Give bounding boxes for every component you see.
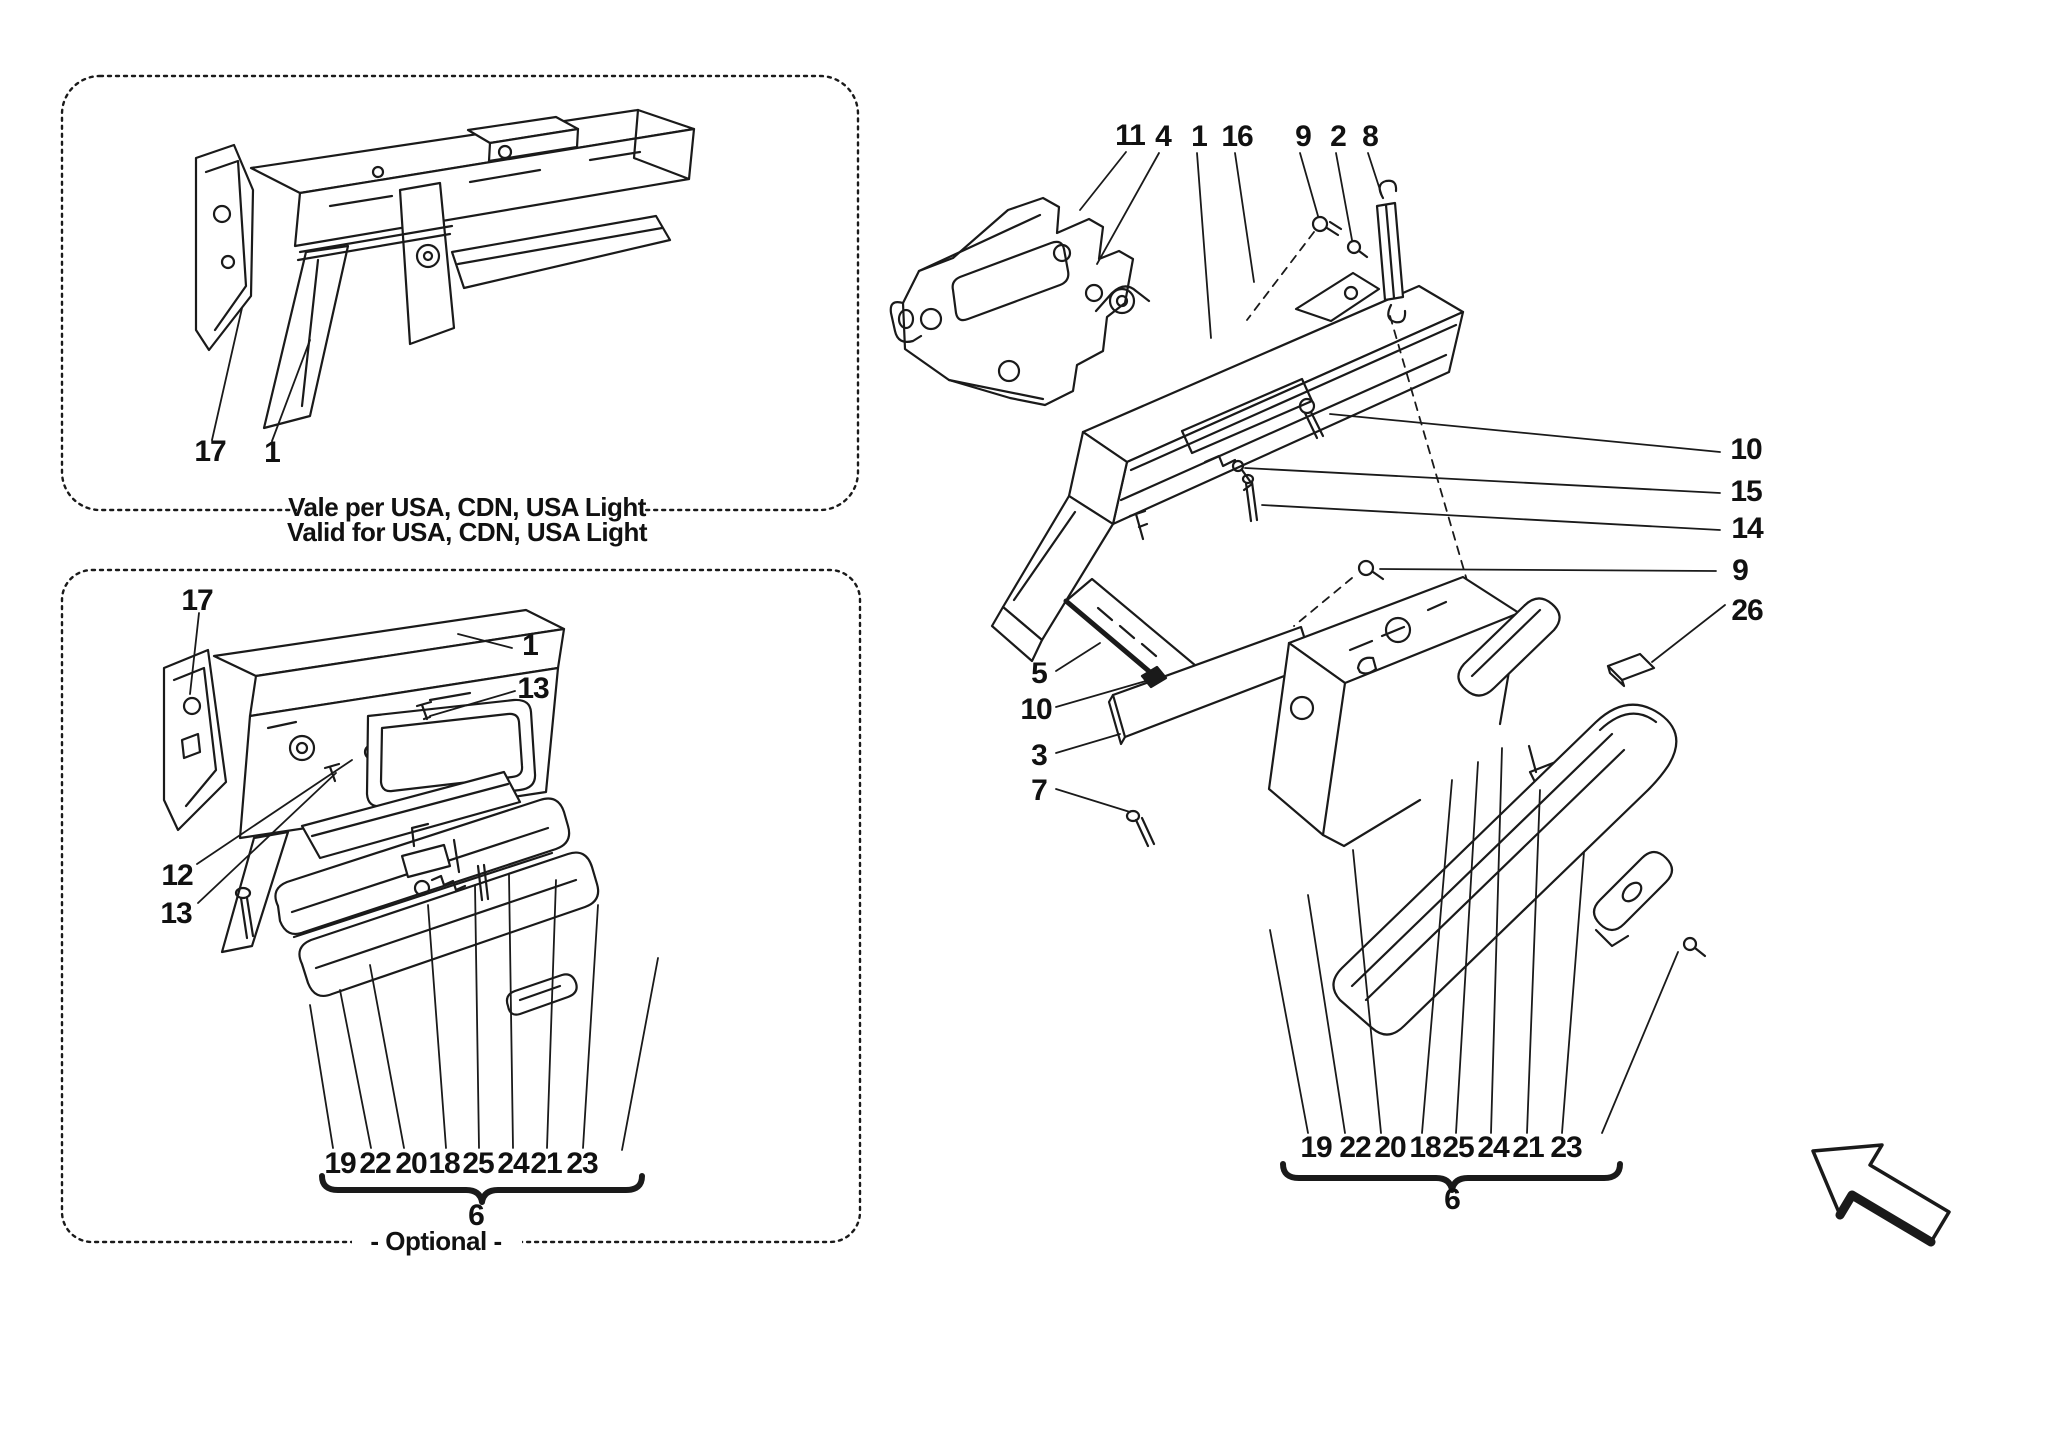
callout-main-8: 8 — [1362, 120, 1379, 153]
callout-main-14: 14 — [1731, 512, 1763, 545]
callout-main-22: 22 — [1339, 1131, 1371, 1164]
callout-main-24: 24 — [1477, 1131, 1509, 1164]
optional-panel-border — [60, 568, 862, 1244]
callout-main-25: 25 — [1442, 1131, 1474, 1164]
gas-strut-drawing — [1246, 179, 1469, 585]
callout-main-9: 9 — [1295, 120, 1312, 153]
callout-main-11: 11 — [1115, 119, 1146, 152]
direction-arrow-icon — [1811, 1143, 1951, 1247]
callout-main-21: 21 — [1512, 1131, 1544, 1164]
pad-26-drawing — [1606, 652, 1656, 688]
callout-optional-25: 25 — [462, 1147, 494, 1180]
callout-optional-23: 23 — [566, 1147, 598, 1180]
callout-main-4: 4 — [1155, 120, 1172, 153]
caption-mask-usa — [297, 484, 640, 546]
callout-optional-12: 12 — [161, 859, 193, 892]
callout-optional-19: 19 — [324, 1147, 356, 1180]
callout-main-10: 10 — [1020, 693, 1052, 726]
callout-main-15: 15 — [1730, 475, 1762, 508]
usa-panel-border — [60, 74, 860, 512]
callout-optional-22: 22 — [359, 1147, 391, 1180]
callout-main-16: 16 — [1221, 120, 1253, 153]
callout-main-5: 5 — [1031, 657, 1048, 690]
optional-caption: - Optional - — [370, 1226, 502, 1256]
callout-main-20: 20 — [1374, 1131, 1406, 1164]
callout-optional-21: 21 — [530, 1147, 562, 1180]
main-frame-drawing — [990, 271, 1465, 663]
callout-optional-18: 18 — [428, 1147, 460, 1180]
callout-optional-24: 24 — [497, 1147, 529, 1180]
callout-optional-1: 1 — [522, 629, 539, 662]
callout-main-23: 23 — [1550, 1131, 1582, 1164]
callout-main-10: 10 — [1730, 433, 1762, 466]
callout-main-9: 9 — [1732, 554, 1749, 587]
liner-drawing — [1063, 559, 1521, 848]
caption-mask-optional — [352, 1224, 522, 1258]
callout-optional-13: 13 — [160, 897, 192, 930]
group-brace-main — [1280, 1161, 1623, 1193]
callout-optional-6: 6 — [468, 1199, 485, 1232]
callout-optional-20: 20 — [395, 1147, 427, 1180]
usa-caption-line2: Valid for USA, CDN, USA Light — [286, 517, 648, 547]
callout-main-1: 1 — [1191, 120, 1208, 153]
callout-usa-1: 1 — [264, 436, 281, 469]
usa-caption-line1: Vale per USA, CDN, USA Light — [288, 492, 646, 522]
callout-main-7: 7 — [1031, 774, 1048, 807]
glovebox-door-drawing — [1332, 597, 1707, 1036]
main-bracket-drawing — [889, 196, 1135, 407]
callout-main-3: 3 — [1031, 739, 1048, 772]
leader-lines — [189, 151, 1726, 1151]
usa-frame-drawing — [194, 108, 696, 430]
callout-optional-17: 17 — [181, 584, 213, 617]
callout-main-6: 6 — [1444, 1183, 1461, 1216]
callout-main-18: 18 — [1409, 1131, 1441, 1164]
optional-frame-drawing — [162, 608, 600, 1016]
callout-main-19: 19 — [1300, 1131, 1332, 1164]
callout-main-26: 26 — [1731, 594, 1763, 627]
callout-main-2: 2 — [1330, 120, 1347, 153]
callout-usa-17: 17 — [194, 435, 226, 468]
callout-optional-13: 13 — [517, 672, 549, 705]
group-brace-optional — [319, 1173, 645, 1205]
